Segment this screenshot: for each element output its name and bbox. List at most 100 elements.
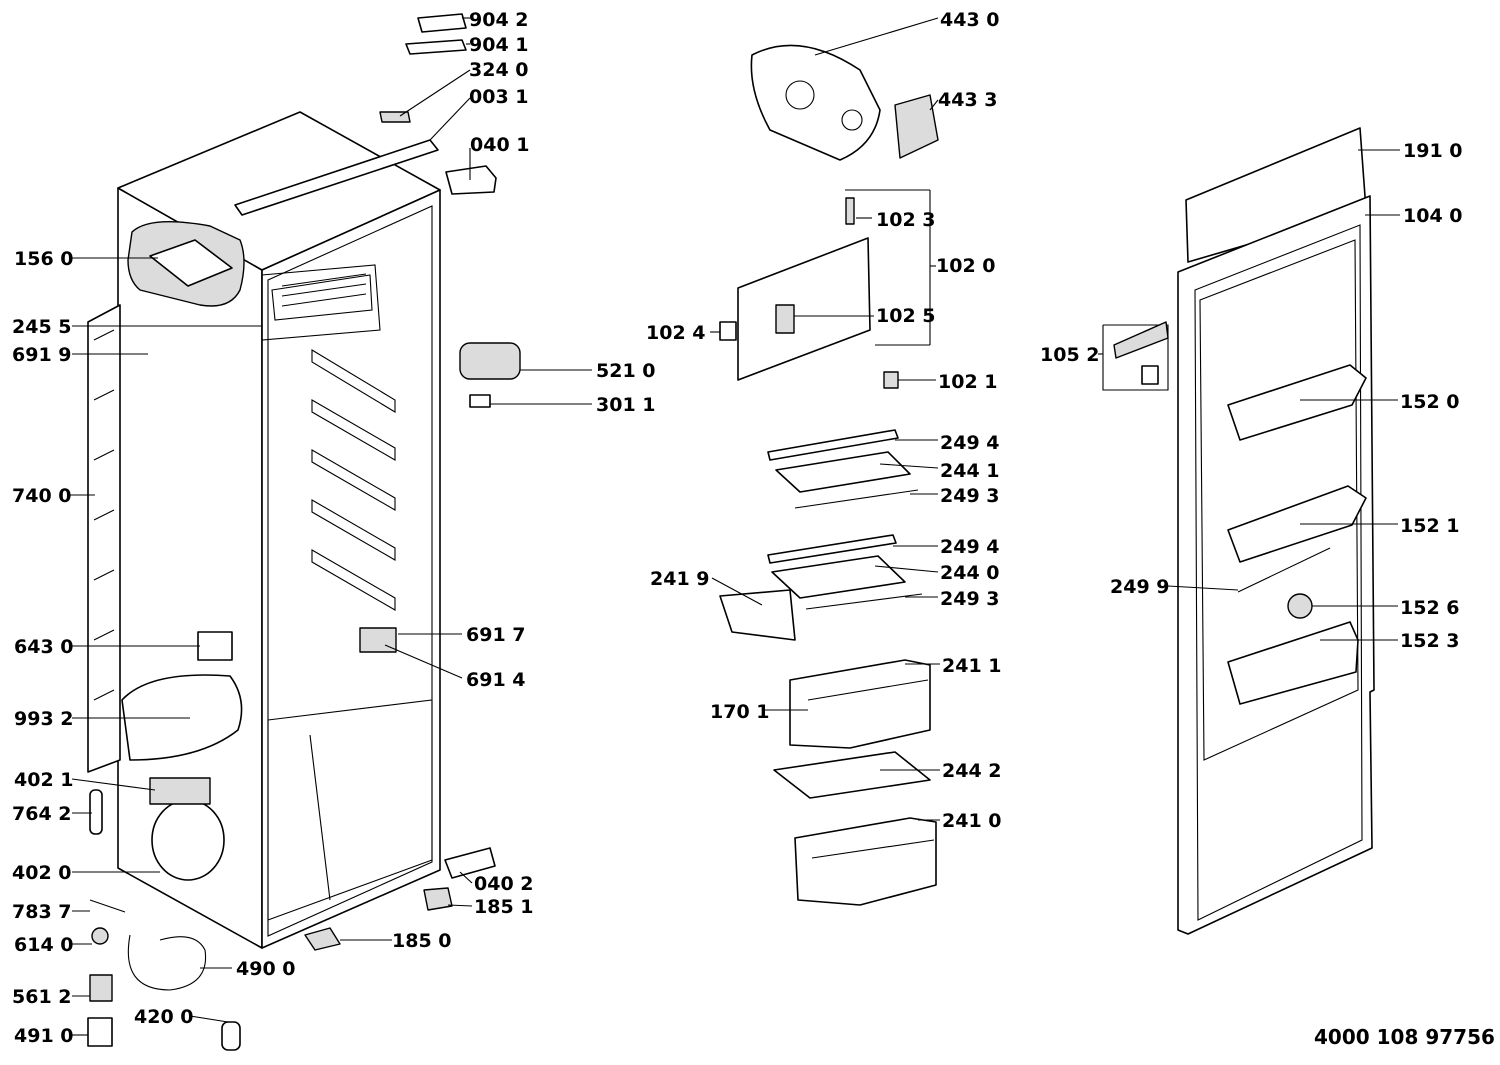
label-241-0: 241 0 bbox=[942, 810, 1002, 832]
door-inner-liner bbox=[1194, 224, 1363, 921]
label-156-0: 156 0 bbox=[14, 248, 74, 270]
crisper-drawer-upper bbox=[789, 659, 931, 749]
label-102-0: 102 0 bbox=[936, 255, 996, 277]
label-102-4: 102 4 bbox=[646, 322, 706, 344]
thermostat-knob bbox=[469, 394, 491, 408]
relay-cover bbox=[87, 1017, 113, 1047]
shelf-trim-rear-1 bbox=[767, 429, 899, 461]
crisper-cover bbox=[719, 589, 796, 641]
door-recess bbox=[1199, 239, 1359, 761]
label-040-1: 040 1 bbox=[470, 134, 530, 156]
label-324-0: 324 0 bbox=[469, 59, 529, 81]
light-switch bbox=[197, 631, 233, 661]
drain-tube bbox=[89, 899, 126, 913]
handle-cap bbox=[1141, 365, 1159, 385]
freezer-hinge-pin bbox=[845, 197, 855, 225]
shelf-guide-3 bbox=[311, 449, 396, 511]
label-102-3: 102 3 bbox=[876, 209, 936, 231]
label-241-9: 241 9 bbox=[650, 568, 710, 590]
document-code: 4000 108 97756 bbox=[1314, 1025, 1495, 1049]
freezer-door-stop bbox=[883, 371, 899, 389]
thermostat-housing bbox=[459, 342, 521, 380]
label-152-6: 152 6 bbox=[1400, 597, 1460, 619]
cabinet-front-frame bbox=[261, 189, 441, 949]
door-assembly bbox=[1102, 127, 1375, 935]
door-panel bbox=[1177, 195, 1375, 935]
label-904-1: 904 1 bbox=[469, 34, 529, 56]
interior-parts bbox=[719, 44, 939, 906]
fan-cover bbox=[894, 94, 939, 159]
label-301-1: 301 1 bbox=[596, 394, 656, 416]
label-244-1: 244 1 bbox=[940, 460, 1000, 482]
fan-motor-group bbox=[750, 44, 881, 161]
shelf-guide-4 bbox=[311, 499, 396, 561]
label-764-2: 764 2 bbox=[12, 803, 72, 825]
bottle-retainer bbox=[1237, 547, 1331, 593]
leader-lines bbox=[70, 17, 1400, 1036]
ice-cube-tray bbox=[149, 239, 233, 287]
relay-box bbox=[149, 777, 211, 805]
label-783-7: 783 7 bbox=[12, 901, 72, 923]
label-249-9: 249 9 bbox=[1110, 576, 1170, 598]
foot-right bbox=[423, 887, 453, 911]
label-249-3-a: 249 3 bbox=[940, 485, 1000, 507]
starter-relay bbox=[89, 974, 113, 1002]
label-420-0: 420 0 bbox=[134, 1006, 194, 1028]
label-245-5: 245 5 bbox=[12, 316, 72, 338]
freezer-door-latch bbox=[775, 304, 795, 334]
label-185-1: 185 1 bbox=[474, 896, 534, 918]
shelf-guide-5 bbox=[311, 549, 396, 611]
door-balcony-bottle bbox=[1227, 621, 1359, 705]
label-105-2: 105 2 bbox=[1040, 344, 1100, 366]
label-402-1: 402 1 bbox=[14, 769, 74, 791]
freezer-door-hinge bbox=[719, 321, 737, 341]
label-691-4: 691 4 bbox=[466, 669, 526, 691]
label-993-2: 993 2 bbox=[14, 708, 74, 730]
handle-part bbox=[1113, 321, 1169, 359]
cabinet-assembly bbox=[87, 13, 521, 1051]
compressor bbox=[151, 799, 225, 881]
label-249-4-a: 249 4 bbox=[940, 432, 1000, 454]
label-691-7: 691 7 bbox=[466, 624, 526, 646]
lamp-holder bbox=[359, 627, 397, 653]
label-244-0: 244 0 bbox=[940, 562, 1000, 584]
label-152-0: 152 0 bbox=[1400, 391, 1460, 413]
condenser-coil bbox=[87, 304, 121, 773]
label-249-4-b: 249 4 bbox=[940, 536, 1000, 558]
label-003-1: 003 1 bbox=[469, 86, 529, 108]
label-443-3: 443 3 bbox=[938, 89, 998, 111]
label-490-0: 490 0 bbox=[236, 958, 296, 980]
label-152-3: 152 3 bbox=[1400, 630, 1460, 652]
foot-front bbox=[304, 927, 341, 951]
label-561-2: 561 2 bbox=[12, 986, 72, 1008]
label-691-9: 691 9 bbox=[12, 344, 72, 366]
overload-protector bbox=[91, 927, 109, 945]
top-rail bbox=[234, 139, 439, 216]
label-241-1: 241 1 bbox=[942, 655, 1002, 677]
label-102-1: 102 1 bbox=[938, 371, 998, 393]
capacitor bbox=[221, 1021, 241, 1051]
shelf-trim-rear-2 bbox=[767, 534, 897, 564]
glass-shelf-2 bbox=[771, 555, 906, 599]
label-102-5: 102 5 bbox=[876, 305, 936, 327]
lower-hinge bbox=[444, 847, 496, 879]
hinge-cover-top bbox=[379, 111, 411, 123]
label-904-2: 904 2 bbox=[469, 9, 529, 31]
label-491-0: 491 0 bbox=[14, 1025, 74, 1047]
glass-shelf-1 bbox=[775, 451, 911, 493]
label-614-0: 614 0 bbox=[14, 934, 74, 956]
drier-filter bbox=[89, 789, 103, 835]
label-249-3-b: 249 3 bbox=[940, 588, 1000, 610]
crisper-drawer-lower bbox=[794, 817, 937, 906]
label-191-0: 191 0 bbox=[1403, 140, 1463, 162]
crisper-compartment bbox=[267, 699, 433, 921]
egg-tray-holder bbox=[1287, 593, 1313, 619]
label-740-0: 740 0 bbox=[12, 485, 72, 507]
label-040-2: 040 2 bbox=[474, 873, 534, 895]
crisper-glass-cover bbox=[773, 751, 931, 799]
label-170-1: 170 1 bbox=[710, 701, 770, 723]
label-402-0: 402 0 bbox=[12, 862, 72, 884]
shelf-trim-front-1 bbox=[794, 489, 919, 509]
